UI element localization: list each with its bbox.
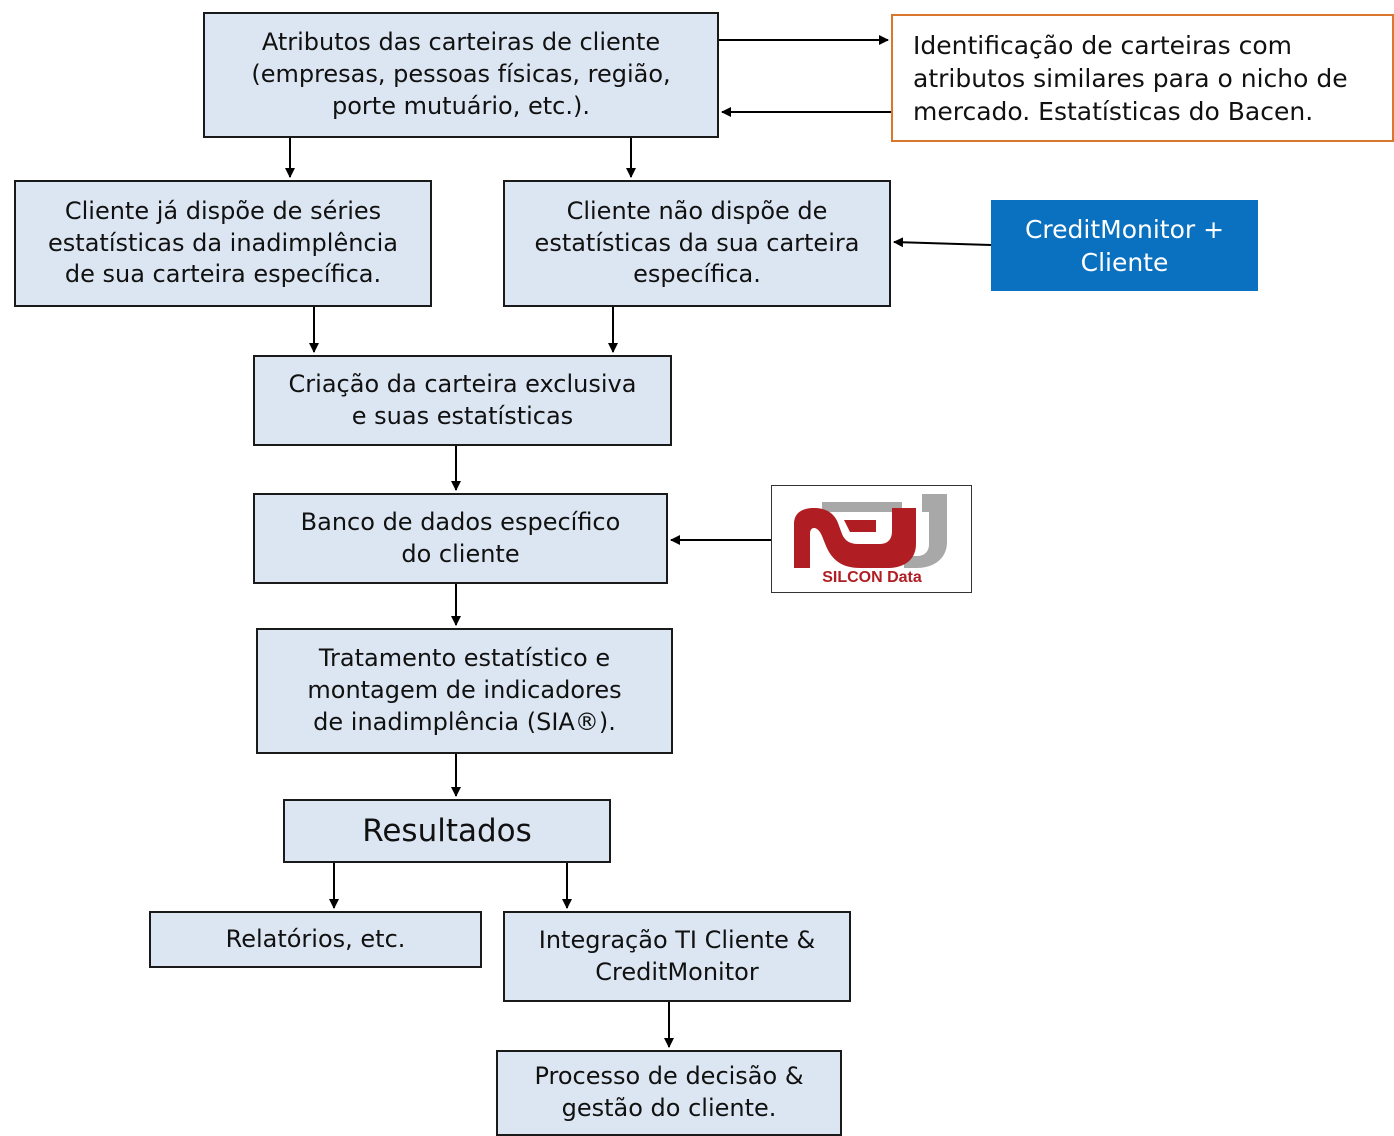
node-treatment: Tratamento estatístico e montagem de ind…	[256, 628, 673, 754]
node-identification-text: Identificação de carteiras com atributos…	[913, 30, 1348, 126]
silcon-data-logo: SILCON Data	[771, 485, 972, 593]
node-has-series-text: Cliente já dispõe de séries estatísticas…	[48, 196, 398, 289]
node-database-text: Banco de dados específico do cliente	[300, 507, 621, 568]
node-reports-text: Relatórios, etc.	[225, 924, 406, 953]
node-decision-text: Processo de decisão & gestão do cliente.	[534, 1062, 804, 1122]
node-attributes-text: Atributos das carteiras de cliente (empr…	[251, 28, 671, 120]
logo-red-shape	[794, 508, 916, 568]
node-integration-text: Integração TI Cliente & CreditMonitor	[538, 925, 816, 986]
silcon-logo-icon: SILCON Data	[794, 494, 947, 586]
node-no-stats-text: Cliente não dispõe de estatísticas da su…	[534, 196, 860, 289]
logo-red-bar	[844, 520, 876, 532]
node-treatment-text: Tratamento estatístico e montagem de ind…	[307, 644, 622, 736]
node-database: Banco de dados específico do cliente	[253, 493, 668, 584]
node-creation: Criação da carteira exclusiva e suas est…	[253, 355, 672, 446]
logo-gray-shape	[822, 494, 947, 568]
node-results: Resultados	[283, 799, 611, 863]
node-creditmonitor-client-text: CreditMonitor + Cliente	[1024, 214, 1225, 277]
node-creditmonitor-client: CreditMonitor + Cliente	[991, 200, 1258, 291]
node-has-series: Cliente já dispõe de séries estatísticas…	[14, 180, 432, 307]
node-creation-text: Criação da carteira exclusiva e suas est…	[288, 369, 637, 430]
node-no-stats: Cliente não dispõe de estatísticas da su…	[503, 180, 891, 307]
logo-text: SILCON Data	[822, 569, 922, 586]
node-decision: Processo de decisão & gestão do cliente.	[496, 1050, 842, 1136]
arrow-creditmonitor-to-no-stats	[893, 237, 992, 248]
node-reports: Relatórios, etc.	[149, 911, 482, 968]
node-results-text: Resultados	[362, 812, 532, 849]
node-attributes: Atributos das carteiras de cliente (empr…	[203, 12, 719, 138]
node-identification: Identificação de carteiras com atributos…	[891, 14, 1394, 142]
node-integration: Integração TI Cliente & CreditMonitor	[503, 911, 851, 1002]
